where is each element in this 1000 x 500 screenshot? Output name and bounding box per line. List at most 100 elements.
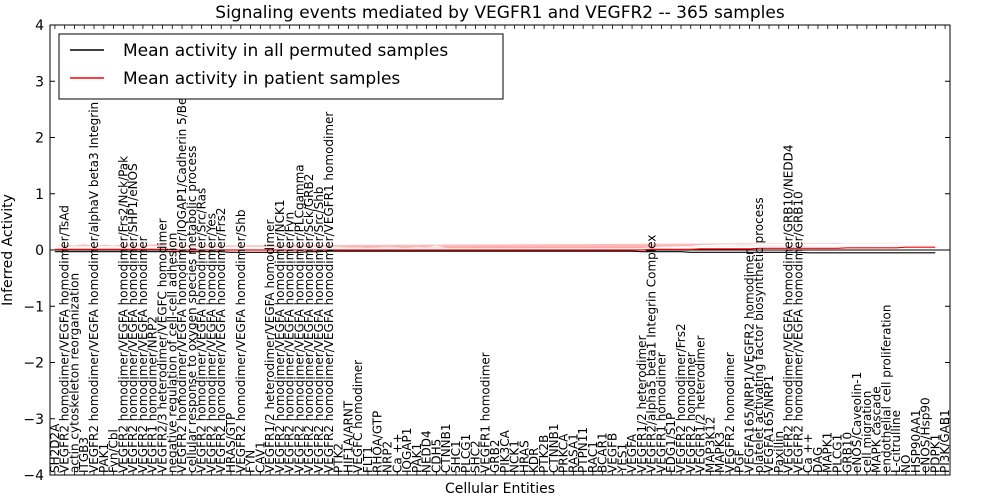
category-label: SHC1 — [449, 440, 463, 473]
category-label: FLT1 — [361, 446, 375, 473]
y-tick-label: 2 — [35, 131, 44, 147]
category-label: Ca ++ — [801, 433, 815, 473]
category-label: VEGFA165/NRP1/VEGFR2 homodimer — [743, 250, 757, 473]
category-label: VEGFR2 homodimer/VEGFA homodimer/Frs2 — [214, 208, 228, 474]
category-label: HSP90AA1 — [909, 409, 923, 473]
category-label: VEGFR1/2 heterodimer — [694, 335, 708, 473]
category-label: negative regulation of cell-cell adhesio… — [165, 233, 179, 473]
category-label: VEGFA165/NRP1 — [762, 375, 776, 473]
category-label: NCK1 — [508, 440, 522, 473]
category-label: VEGFR2 homodimer/VEGFA homodimer/Src/Shb — [312, 187, 326, 473]
category-label: SHC2 — [469, 440, 483, 473]
category-label: VEGFR2 homodimer/VEGFA homodimer/alphaV … — [87, 102, 101, 473]
category-label: YES1 — [615, 443, 629, 474]
category-label: PRKCA — [557, 433, 571, 473]
category-label: CDH5 — [429, 439, 443, 473]
category-label: HRAS — [518, 440, 532, 473]
category-label: CTNNB1 — [439, 423, 453, 473]
bands-layer — [54, 242, 936, 249]
category-label: cellular response to oxygen species meta… — [185, 146, 199, 473]
category-label: VEGFR2/3 heterodimer/VEGFC homodimer — [156, 218, 170, 473]
category-label: NO — [899, 455, 913, 473]
category-label: HRAS/GTP — [224, 413, 238, 473]
category-label: VEGFR2 homodimer — [723, 352, 737, 473]
category-label: VEGFA — [625, 433, 639, 473]
y-axis-label: Inferred Activity — [0, 194, 16, 306]
category-label: FYN — [244, 450, 258, 473]
category-label: NRP2 — [381, 441, 395, 473]
category-label: eNOS/Hsp90 — [919, 397, 933, 473]
category-label: GRB10 — [840, 432, 854, 473]
permuted-mean-line — [54, 250, 936, 254]
y-tick-label: 1 — [35, 187, 44, 203]
category-label: VEGFR2 homodimer/VEGFA homodimer/GRB10/N… — [782, 144, 796, 473]
x-axis-label: Cellular Entities — [445, 481, 555, 497]
category-label: BCAR1 — [596, 432, 610, 473]
category-label: PIK3CA — [498, 429, 512, 473]
category-label: VEGFR2 homodimer/VEGFA homodimer/Fyn — [283, 212, 297, 473]
category-label: VEGFR2 homodimer — [684, 352, 698, 473]
category-label: VEGFR2 homodimer/VEGFA homodimer/SHP1/eN… — [126, 163, 140, 473]
category-label: VEGFR2 homodimer/VEGFA homodimer/VEGFR1 … — [322, 112, 336, 473]
category-label: MAPK1 — [821, 432, 835, 473]
y-tick-label: 4 — [35, 18, 44, 34]
y-tick-label: −3 — [23, 412, 44, 428]
category-label: VEGFR1 homodimer — [654, 352, 668, 473]
category-label: NEDD4 — [420, 430, 434, 473]
category-label: L-citrulline — [889, 410, 903, 473]
category-label: PGF — [733, 449, 747, 473]
category-label: MAP3K12 — [703, 416, 717, 473]
category-label: HIF1A/ARNT — [341, 400, 355, 473]
category-label: IQGAP1 — [400, 428, 414, 473]
category-label: VEGFR2 homodimer/VEGFA homodimer/Frs2/Nc… — [116, 156, 130, 473]
category-label: VEGFR2 homodimer/VEGFA homodimer/NCK1 — [273, 199, 287, 473]
y-tick-label: −2 — [23, 356, 44, 372]
category-label: VEGFB — [606, 433, 620, 473]
lines-layer — [50, 246, 950, 254]
category-label: PTK2B — [537, 435, 551, 473]
category-label: platelet activating factor biosynthetic … — [752, 197, 766, 473]
category-label: VEGFR2 homodimer/VEGFA homodimer/Yes — [204, 213, 218, 473]
category-label: ITGB3 — [77, 437, 91, 473]
y-tick-label: −1 — [23, 299, 44, 315]
category-label: MAPK3 — [713, 432, 727, 473]
category-label: PLCG1 — [459, 434, 473, 473]
patient-mean-line — [54, 246, 936, 251]
category-label: VEGFR2/alpha5 beta1 Integrin Complex — [645, 235, 659, 473]
category-label: RHOA/GTP — [371, 411, 385, 473]
category-label: PI3K/GAB1 — [938, 409, 952, 473]
category-label: MAPK cascade — [870, 386, 884, 473]
category-label: VEGFR2 homodimer/VEGFA homodimer/Sck/GRB… — [302, 174, 316, 473]
category-label: VEGFR2 homodimer/Frs2 — [674, 323, 688, 473]
category-label: VEGFR2 homodimer/VEGFA homodimer/Shb — [234, 210, 248, 474]
category-label: PTK2 — [332, 443, 346, 473]
category-label: PAK1 — [410, 443, 424, 473]
legend: Mean activity in all permuted samples Me… — [58, 33, 504, 100]
category-label: VEGFC homodimer — [351, 360, 365, 473]
category-label: VEGFR1 homodimer — [478, 352, 492, 473]
category-label: VEGFR2 homodimer/VEGFA homodimer/TsAd — [58, 205, 72, 473]
category-label: PAK1 — [97, 443, 111, 473]
category-label: DAG — [811, 447, 825, 473]
category-label: SH2D2A — [48, 423, 62, 473]
category-label: RAC1 — [586, 441, 600, 473]
category-label: VEGFR1 homodimer/NRP2 — [146, 316, 160, 473]
category-label: RASA1 — [566, 433, 580, 473]
category-label: VEGFR2 homodimer/VEGFA homodimer/GRB10 — [791, 191, 805, 473]
legend-label-permuted: Mean activity in all permuted samples — [123, 41, 448, 61]
category-label: PLCG1 — [831, 434, 845, 473]
category-label: VEGFR2 homodimer/VEGFA homodimer/IQGAP1/… — [175, 37, 189, 473]
category-label: Fyn/Cbl — [107, 429, 121, 473]
category-label: Ca ++ — [390, 433, 404, 473]
y-tick-label: 0 — [35, 243, 44, 259]
category-label: endothelial cell proliferation — [879, 305, 893, 473]
y-tick-label: 3 — [35, 74, 44, 90]
category-label: EDG1/S1P — [664, 413, 678, 473]
patient-band — [54, 242, 936, 249]
category-label: PTPN11 — [576, 427, 590, 473]
chart-title: Signaling events mediated by VEGFR1 and … — [215, 3, 785, 23]
category-label: PDPK1 — [928, 434, 942, 473]
legend-box — [58, 33, 504, 100]
